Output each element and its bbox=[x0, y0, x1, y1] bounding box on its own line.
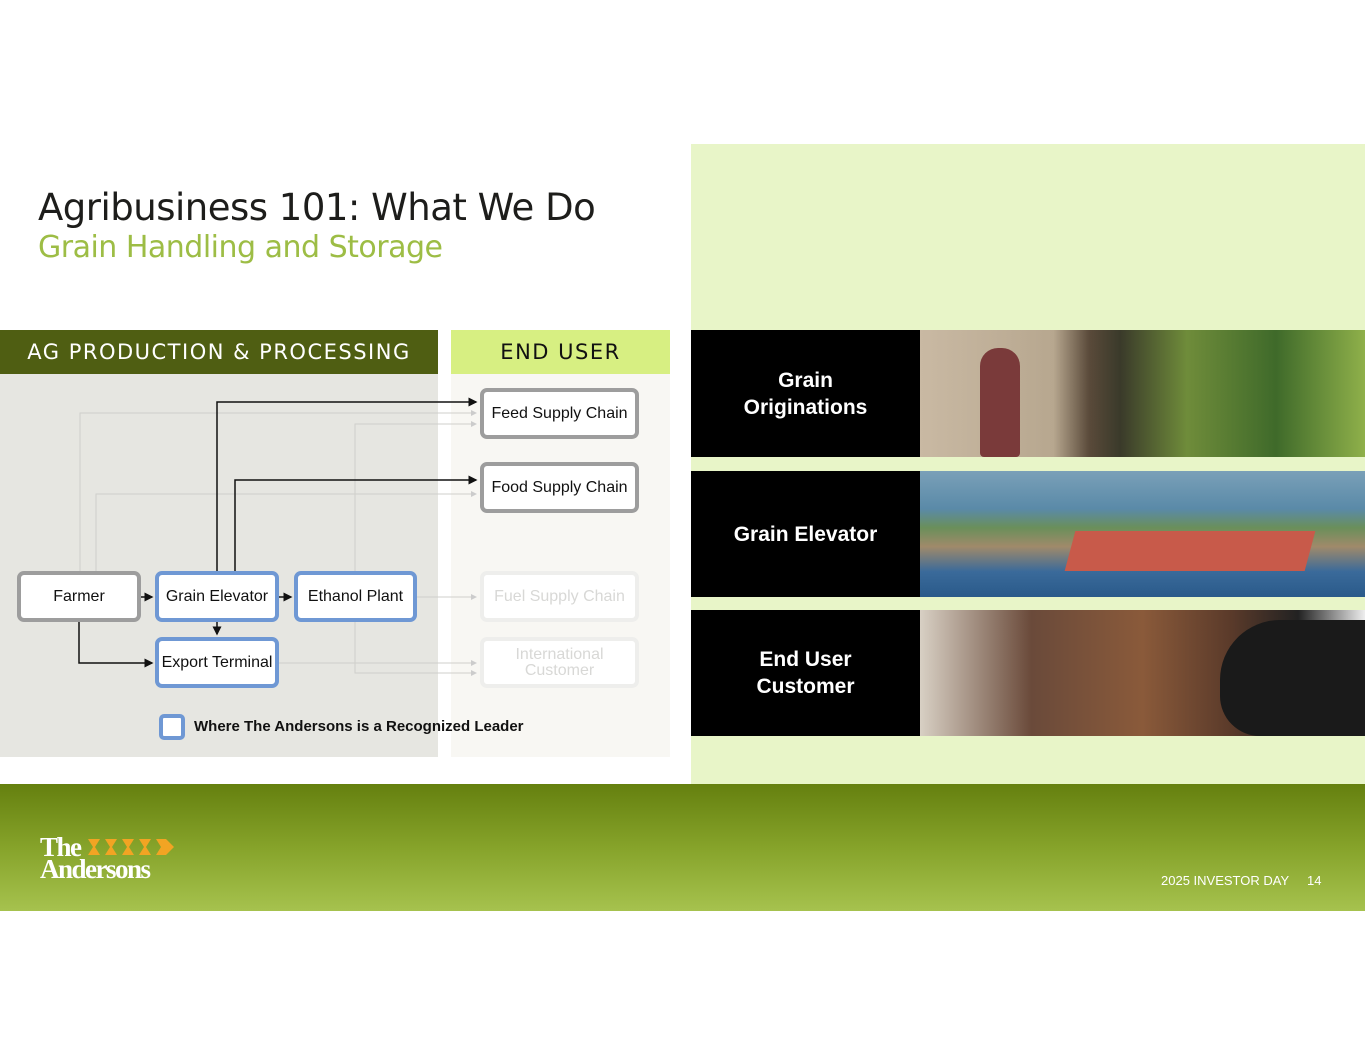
international-customer-node: International Customer bbox=[480, 637, 639, 688]
label-line: Customer bbox=[756, 675, 855, 698]
label-line: Grain bbox=[778, 368, 833, 392]
elevator-to-food-line bbox=[234, 475, 478, 571]
ethanol-to-feed-line bbox=[354, 421, 477, 571]
customer-label: Customer bbox=[524, 661, 595, 679]
farmer-photo bbox=[920, 330, 1365, 457]
export-terminal-node: Export Terminal bbox=[155, 637, 279, 688]
elevator-to-feed-line bbox=[216, 397, 478, 571]
page-number: 14 bbox=[1307, 873, 1322, 888]
ship-hull bbox=[1064, 531, 1316, 571]
end-user-customer-label: End User Customer bbox=[691, 610, 920, 736]
farmer-node: Farmer bbox=[17, 571, 141, 622]
event-label: 2025 INVESTOR DAY bbox=[1161, 873, 1290, 888]
page-subtitle: Grain Handling and Storage bbox=[38, 230, 443, 265]
food-supply-chain-node: Food Supply Chain bbox=[480, 462, 639, 513]
label-line: Originations bbox=[743, 395, 868, 419]
ethanol-to-international-line bbox=[354, 622, 477, 676]
flow-connectors bbox=[78, 397, 478, 676]
ag-section-bg bbox=[0, 374, 438, 757]
farmer-to-feed-line bbox=[79, 410, 477, 571]
company-logo: The Andersons bbox=[40, 832, 178, 884]
ethanol-plant-node: Ethanol Plant bbox=[294, 571, 417, 622]
wheat-icon bbox=[87, 839, 174, 855]
label-line: End User bbox=[759, 648, 852, 671]
person-figure bbox=[980, 348, 1020, 457]
legend-swatch bbox=[159, 714, 185, 740]
grain-elevator-photo bbox=[920, 471, 1365, 597]
grain-originations-label: Grain Originations bbox=[691, 330, 920, 457]
page-title: Agribusiness 101: What We Do bbox=[38, 186, 596, 229]
legend-label: Where The Andersons is a Recognized Lead… bbox=[194, 718, 524, 735]
footer-bar bbox=[0, 784, 1365, 911]
grain-elevator-label: Grain Elevator bbox=[691, 471, 920, 597]
farmer-to-export-line bbox=[78, 622, 154, 668]
logo-text-andersons: Andersons bbox=[40, 854, 151, 884]
dairy-cow-photo bbox=[920, 610, 1365, 736]
farmer-to-food-line bbox=[95, 491, 477, 571]
grain-elevator-node: Grain Elevator bbox=[155, 571, 279, 622]
ag-production-header: AG PRODUCTION & PROCESSING bbox=[0, 330, 438, 374]
international-label: International bbox=[515, 645, 604, 663]
fuel-supply-chain-node: Fuel Supply Chain bbox=[480, 571, 639, 622]
cow-head bbox=[1220, 620, 1365, 736]
feed-supply-chain-node: Feed Supply Chain bbox=[480, 388, 639, 439]
end-user-header: END USER bbox=[451, 330, 670, 374]
logo-text-the: The bbox=[40, 832, 82, 862]
